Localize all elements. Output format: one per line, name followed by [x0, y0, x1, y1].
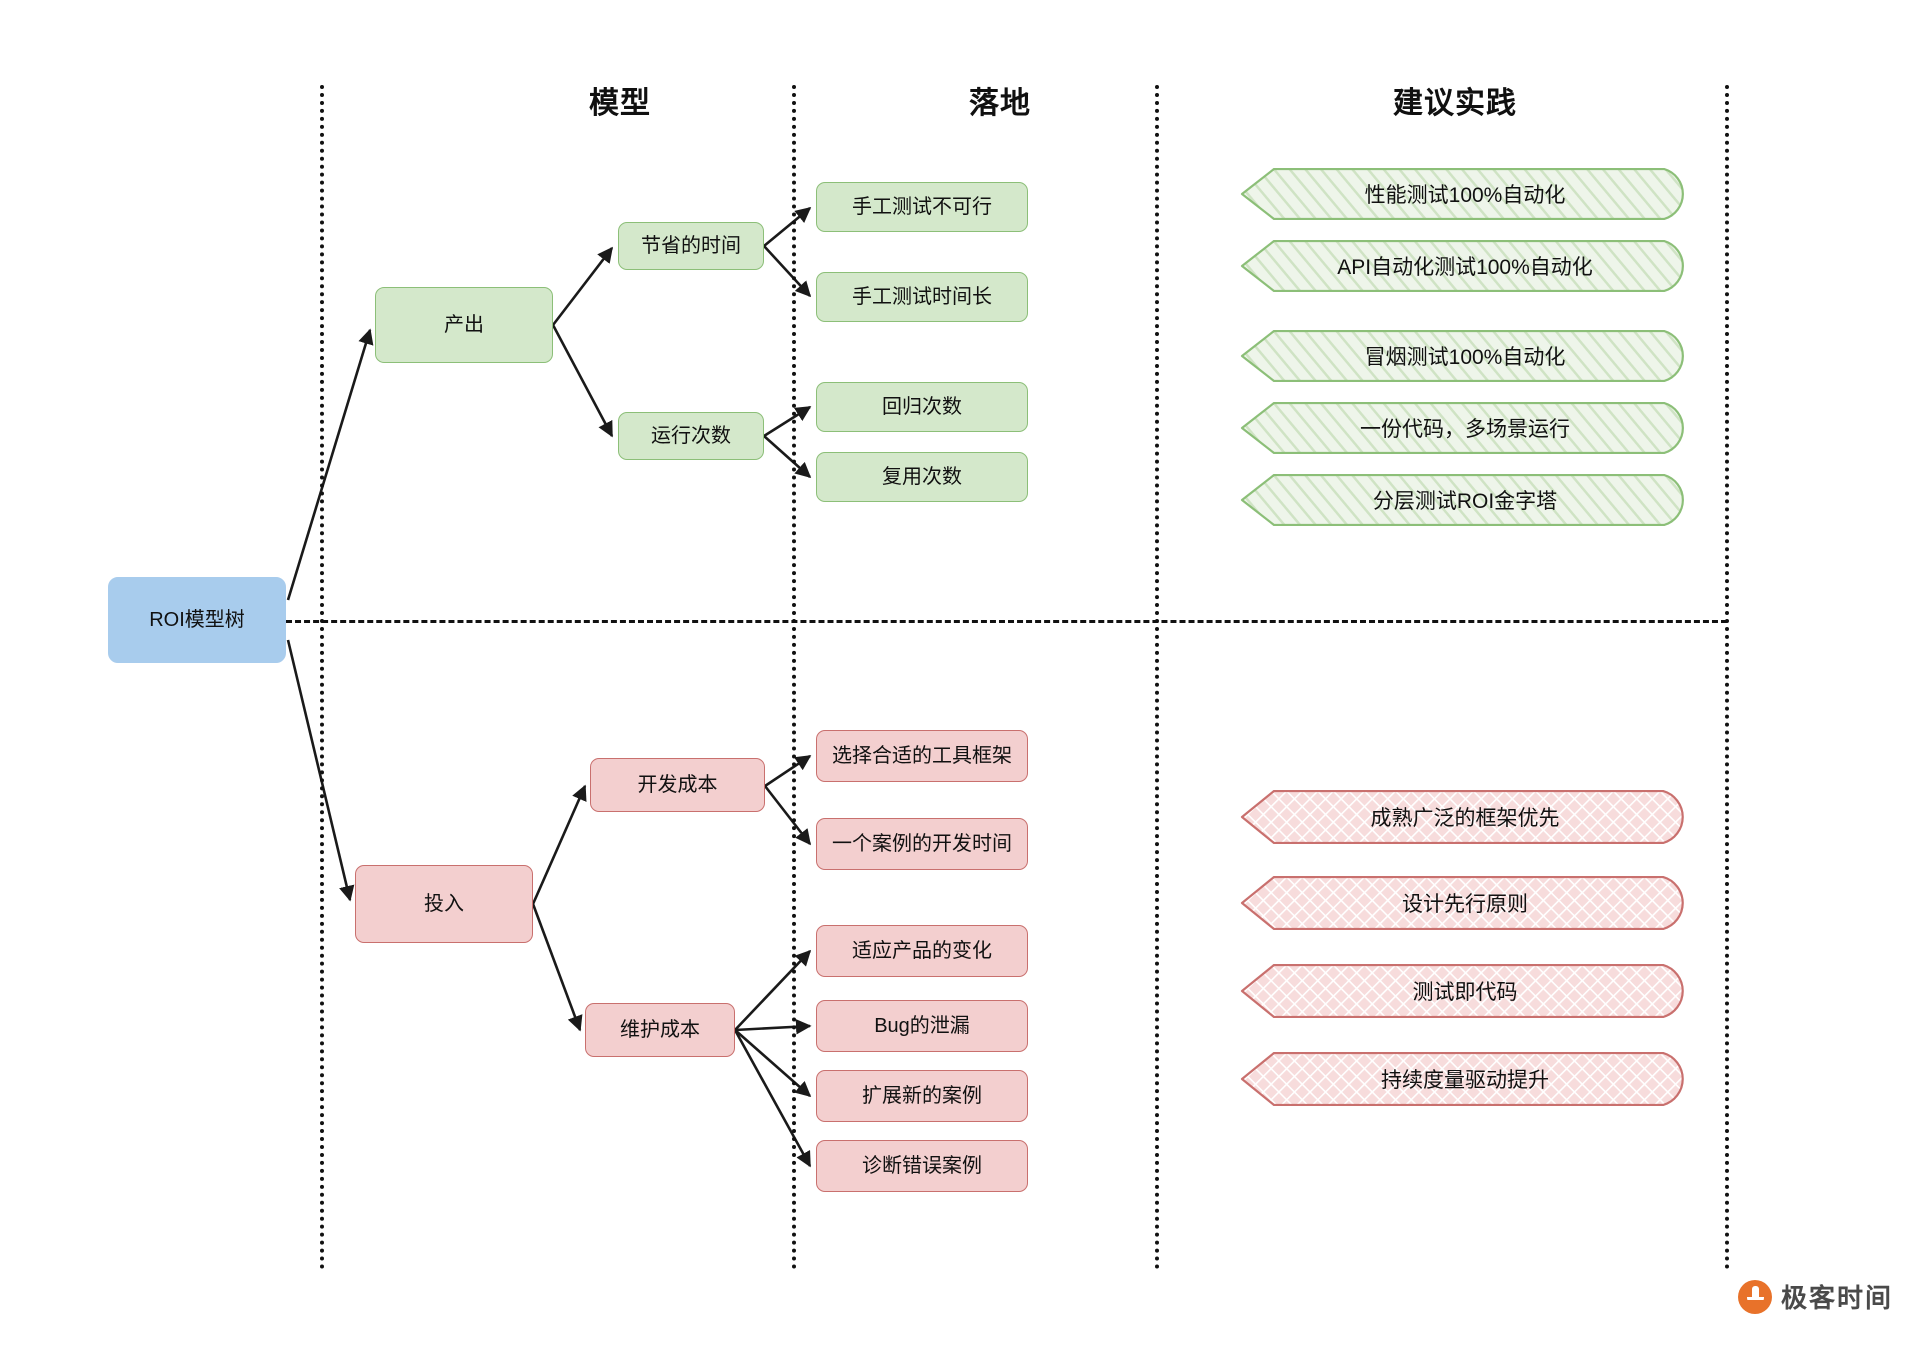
tree-node-level3[interactable]: 手工测试时间长 — [816, 272, 1028, 322]
tree-node-level1[interactable]: 投入 — [355, 865, 533, 943]
banner-shape — [1240, 964, 1684, 1018]
banner-shape — [1240, 790, 1684, 844]
connector-arrow — [763, 435, 812, 479]
tree-node-level3[interactable]: 选择合适的工具框架 — [816, 730, 1028, 782]
banner-shape — [1240, 240, 1684, 292]
connector-arrow — [733, 1029, 812, 1168]
watermark-label: 极客时间 — [1781, 1283, 1894, 1313]
practice-banner-label: API自动化测试100%自动化 — [1337, 256, 1593, 279]
tree-node-level3[interactable]: 复用次数 — [816, 452, 1028, 502]
geektime-logo-icon — [1738, 1279, 1772, 1314]
column-header-3: 建议实践 — [1393, 87, 1517, 120]
connector-arrow — [286, 328, 374, 601]
watermark: 极客时间 — [1738, 1278, 1893, 1315]
column-separator-1 — [320, 85, 324, 1270]
column-header-1: 模型 — [589, 87, 651, 120]
connector-arrow — [531, 903, 583, 1032]
horizontal-divider — [286, 620, 1727, 623]
practice-banner-label: 测试即代码 — [1412, 981, 1518, 1004]
connector-arrow — [551, 246, 614, 326]
practice-banner-green[interactable]: API自动化测试100%自动化 — [1240, 240, 1690, 292]
connector-arrow — [734, 1018, 812, 1035]
banner-shape — [1240, 876, 1684, 930]
banner-shape — [1240, 474, 1684, 526]
tree-node-level3[interactable]: 一个案例的开发时间 — [816, 818, 1028, 870]
tree-node-level3[interactable]: 扩展新的案例 — [816, 1070, 1028, 1122]
practice-banner-green[interactable]: 分层测试ROI金字塔 — [1240, 474, 1690, 526]
column-separator-3 — [1155, 85, 1159, 1270]
tree-node-level2[interactable]: 节省的时间 — [618, 222, 764, 270]
tree-node-root[interactable]: ROI模型树 — [108, 577, 286, 663]
connector-arrow — [734, 949, 812, 1031]
column-header-2: 落地 — [969, 87, 1031, 120]
connector-arrow — [763, 245, 812, 298]
practice-banner-red[interactable]: 设计先行原则 — [1240, 876, 1690, 930]
connector-arrow — [734, 1029, 812, 1098]
banner-shape — [1240, 1052, 1684, 1106]
practice-banner-label: 持续度量驱动提升 — [1381, 1069, 1549, 1092]
practice-banner-green[interactable]: 性能测试100%自动化 — [1240, 168, 1690, 220]
practice-banner-green[interactable]: 一份代码，多场景运行 — [1240, 402, 1690, 454]
practice-banner-red[interactable]: 测试即代码 — [1240, 964, 1690, 1018]
practice-banner-label: 一份代码，多场景运行 — [1360, 418, 1570, 441]
connector-arrow — [531, 784, 587, 905]
practice-banner-label: 冒烟测试100%自动化 — [1364, 346, 1566, 369]
tree-node-level1[interactable]: 产出 — [375, 287, 553, 363]
banner-shape — [1240, 402, 1684, 454]
tree-node-level2[interactable]: 开发成本 — [590, 758, 765, 812]
column-separator-2 — [792, 85, 796, 1270]
connector-arrow — [764, 754, 812, 788]
practice-banner-red[interactable]: 持续度量驱动提升 — [1240, 1052, 1690, 1106]
tree-node-level2[interactable]: 维护成本 — [585, 1003, 735, 1057]
practice-banner-label: 分层测试ROI金字塔 — [1372, 490, 1558, 513]
practice-banner-green[interactable]: 冒烟测试100%自动化 — [1240, 330, 1690, 382]
tree-node-level3[interactable]: Bug的泄漏 — [816, 1000, 1028, 1052]
tree-node-level3[interactable]: 诊断错误案例 — [816, 1140, 1028, 1192]
column-separator-4 — [1725, 85, 1729, 1270]
practice-banner-label: 性能测试100%自动化 — [1364, 184, 1566, 207]
connector-arrow — [763, 405, 812, 438]
banner-shape — [1240, 330, 1684, 382]
banner-shape — [1240, 168, 1684, 220]
tree-node-level3[interactable]: 手工测试不可行 — [816, 182, 1028, 232]
connector-arrow — [763, 206, 812, 248]
tree-node-level3[interactable]: 适应产品的变化 — [816, 925, 1028, 977]
practice-banner-label: 设计先行原则 — [1402, 893, 1528, 916]
tree-node-level2[interactable]: 运行次数 — [618, 412, 764, 460]
connector-arrow — [551, 324, 614, 438]
tree-node-level3[interactable]: 回归次数 — [816, 382, 1028, 432]
connector-arrow — [286, 639, 355, 902]
connector-arrow — [763, 785, 812, 846]
practice-banner-label: 成熟广泛的框架优先 — [1370, 807, 1560, 830]
practice-banner-red[interactable]: 成熟广泛的框架优先 — [1240, 790, 1690, 844]
